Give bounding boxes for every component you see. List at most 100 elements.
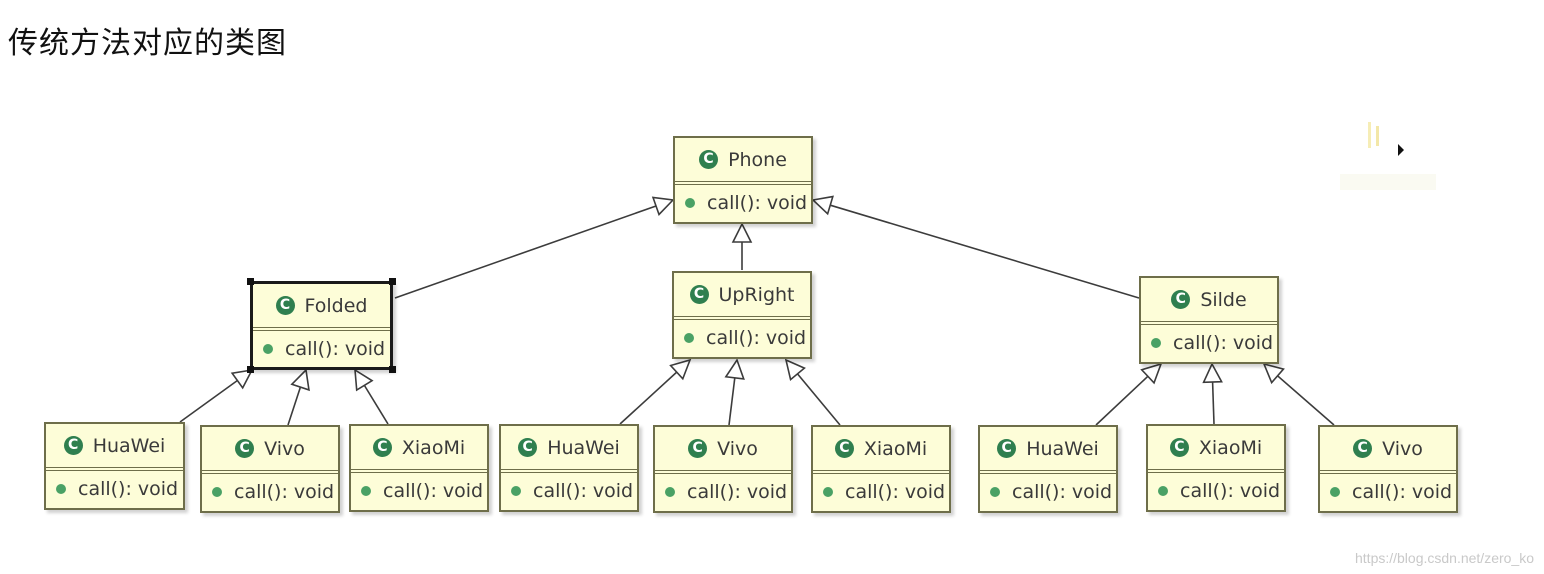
class-name: Vivo [264,437,305,460]
method-signature: call(): void [706,326,807,349]
class-method: call(): void [1148,473,1284,508]
class-xiaomi[interactable]: C XiaoMi call(): void [349,424,489,512]
class-name: XiaoMi [1198,436,1263,459]
generalization-line [287,386,302,426]
class-method: call(): void [351,473,487,508]
generalization-line [394,205,657,299]
class-upright[interactable]: C UpRight call(): void [672,271,812,359]
generalization-arrowhead [230,368,254,390]
method-signature: call(): void [1352,480,1453,503]
class-c-icon: C [834,439,854,458]
public-method-dot-icon [212,486,222,497]
generalization-line [1095,375,1149,426]
class-phone[interactable]: C Phone call(): void [673,136,813,224]
class-header: C HuaWei [980,427,1116,471]
class-c-icon: C [688,439,708,458]
public-method-dot-icon [823,486,833,497]
public-method-dot-icon [684,332,694,343]
public-method-dot-icon [1330,486,1340,497]
class-huawei[interactable]: C HuaWei call(): void [44,422,185,510]
class-name: XiaoMi [863,437,928,460]
generalization-line [796,373,841,426]
class-c-icon: C [1353,439,1373,458]
class-method: call(): void [46,471,183,506]
class-c-icon: C [63,436,83,455]
class-silde[interactable]: C Silde call(): void [1139,276,1279,364]
generalization-arrowhead [669,358,692,381]
method-signature: call(): void [845,480,946,503]
class-method: call(): void [202,474,338,509]
generalization-line [619,371,678,425]
class-method: call(): void [1141,325,1277,360]
class-header: C XiaoMi [351,426,487,470]
generalization-line [1277,375,1335,426]
public-method-dot-icon [56,483,66,494]
generalization-arrowhead [354,368,374,392]
generalization-line [179,379,238,423]
method-signature: call(): void [234,480,335,503]
class-name: HuaWei [547,436,620,459]
class-method: call(): void [655,474,791,509]
method-signature: call(): void [383,479,484,502]
class-huawei[interactable]: C HuaWei call(): void [978,425,1118,513]
generalization-line [1211,381,1215,425]
public-method-dot-icon [990,486,1000,497]
class-name: XiaoMi [401,436,466,459]
image-artifact [1340,118,1440,196]
class-c-icon: C [275,296,295,315]
class-method: call(): void [501,473,637,508]
method-signature: call(): void [707,191,808,214]
public-method-dot-icon [263,343,273,354]
class-vivo[interactable]: C Vivo call(): void [1318,425,1458,513]
class-folded[interactable]: C Folded call(): void [250,281,393,370]
generalization-arrowhead [724,358,745,380]
class-name: Vivo [1382,437,1423,460]
class-name: HuaWei [92,434,166,457]
generalization-line [728,377,736,426]
public-method-dot-icon [1158,485,1168,496]
class-header: C HuaWei [46,424,183,468]
class-huawei[interactable]: C HuaWei call(): void [499,424,639,512]
selection-handle[interactable] [247,366,254,373]
class-header: C Folded [253,284,390,328]
generalization-arrowhead [1202,362,1223,384]
class-c-icon: C [699,150,719,169]
selection-handle[interactable] [247,278,254,285]
class-header: C UpRight [674,273,810,317]
class-c-icon: C [689,285,709,304]
selection-handle[interactable] [389,278,396,285]
generalization-line [363,384,389,425]
class-method: call(): void [675,185,811,220]
generalization-arrowhead [651,196,675,216]
class-header: C XiaoMi [1148,426,1284,470]
class-c-icon: C [1169,438,1189,457]
class-xiaomi[interactable]: C XiaoMi call(): void [811,425,951,513]
class-vivo[interactable]: C Vivo call(): void [200,425,340,513]
class-c-icon: C [518,438,538,457]
class-name: UpRight [718,283,795,306]
class-header: C HuaWei [501,426,637,470]
class-header: C Silde [1141,278,1277,322]
generalization-arrowhead [784,358,806,382]
method-signature: call(): void [285,337,386,360]
generalization-line [830,204,1140,299]
public-method-dot-icon [1151,337,1161,348]
class-xiaomi[interactable]: C XiaoMi call(): void [1146,424,1286,512]
class-method: call(): void [813,474,949,509]
class-name: Silde [1200,288,1247,311]
generalization-arrowhead [1262,362,1285,385]
page-title: 传统方法对应的类图 [8,26,287,61]
class-method: call(): void [253,331,390,366]
generalization-arrowhead [1140,362,1163,385]
class-header: C Vivo [655,427,791,471]
class-method: call(): void [980,474,1116,509]
class-vivo[interactable]: C Vivo call(): void [653,425,793,513]
generalization-arrowhead [731,222,753,243]
class-c-icon: C [1171,290,1191,309]
class-header: C Vivo [202,427,338,471]
class-method: call(): void [674,320,810,355]
method-signature: call(): void [687,480,788,503]
selection-handle[interactable] [389,366,396,373]
class-name: Phone [728,148,787,171]
